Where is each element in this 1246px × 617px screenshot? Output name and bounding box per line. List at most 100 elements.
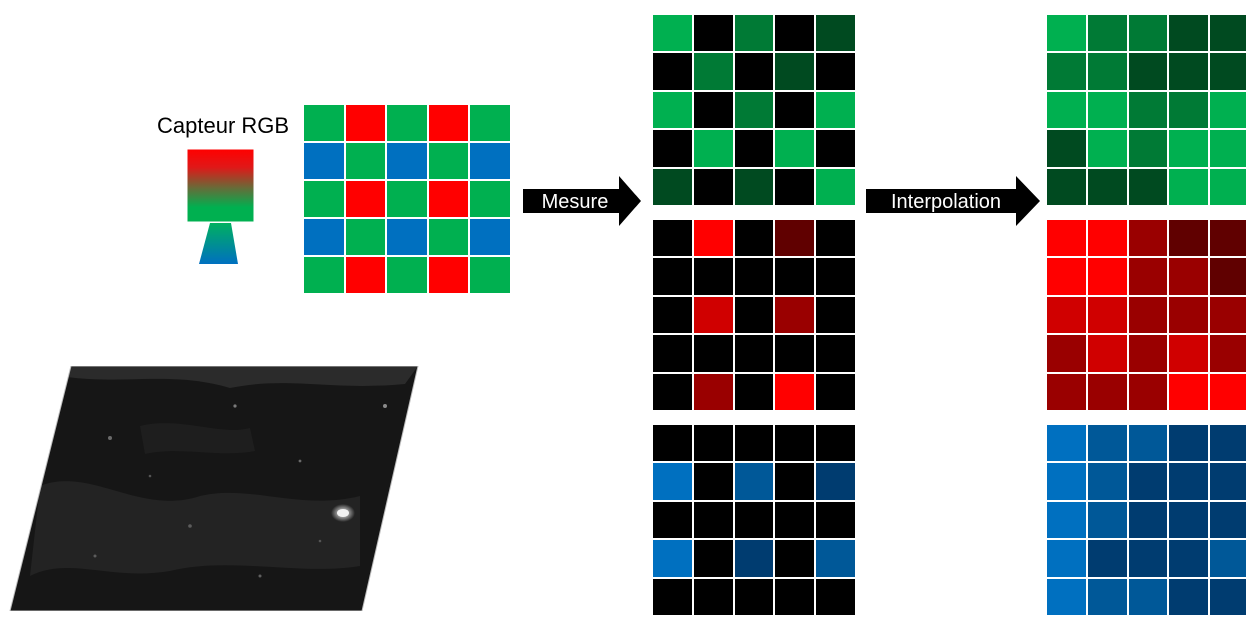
measured-blue-cell xyxy=(735,463,774,499)
interpolated-red-cell xyxy=(1169,335,1208,371)
bayer-cell xyxy=(470,143,510,179)
measured-blue-cell xyxy=(775,463,814,499)
interpolated-green-cell xyxy=(1088,169,1127,205)
measured-blue-cell xyxy=(653,463,692,499)
measured-blue-cell xyxy=(653,425,692,461)
measured-blue-cell xyxy=(816,502,855,538)
measured-blue-cell xyxy=(816,540,855,576)
measured-green-cell xyxy=(694,15,733,51)
interpolated-blue-cell xyxy=(1169,579,1208,615)
measured-red-cell xyxy=(653,335,692,371)
measured-green-cell xyxy=(816,92,855,128)
interpolated-blue-cell xyxy=(1210,540,1246,576)
interpolated-red-cell xyxy=(1088,374,1127,410)
interpolated-red-cell xyxy=(1169,297,1208,333)
measured-red-cell xyxy=(694,297,733,333)
interpolated-green-cell xyxy=(1210,130,1246,166)
interpolated-red-cell xyxy=(1047,335,1086,371)
bayer-cell xyxy=(387,181,427,217)
interpolated-red-cell xyxy=(1210,374,1246,410)
bayer-cell xyxy=(346,105,386,141)
interpolated-green-cell xyxy=(1169,92,1208,128)
measured-green-grid xyxy=(651,13,857,207)
interpolated-green-cell xyxy=(1210,169,1246,205)
bayer-cell xyxy=(387,143,427,179)
measured-blue-cell xyxy=(694,425,733,461)
interpolated-blue-cell xyxy=(1169,502,1208,538)
interpolated-blue-cell xyxy=(1169,540,1208,576)
bayer-cell xyxy=(304,105,344,141)
measured-red-cell xyxy=(653,297,692,333)
interpolated-red-cell xyxy=(1047,220,1086,256)
interpolated-green-cell xyxy=(1169,169,1208,205)
interpolated-red-cell xyxy=(1129,297,1168,333)
interpolated-green-cell xyxy=(1210,15,1246,51)
measured-red-cell xyxy=(653,374,692,410)
measured-red-cell xyxy=(694,220,733,256)
interpolated-blue-cell xyxy=(1047,579,1086,615)
measured-blue-cell xyxy=(694,579,733,615)
interpolated-blue-grid xyxy=(1045,423,1246,617)
measured-red-cell xyxy=(653,220,692,256)
measured-blue-cell xyxy=(694,540,733,576)
measured-blue-cell xyxy=(735,502,774,538)
measured-green-cell xyxy=(775,130,814,166)
interpolated-red-cell xyxy=(1169,374,1208,410)
interpolated-green-cell xyxy=(1210,53,1246,89)
interpolated-green-cell xyxy=(1047,169,1086,205)
bayer-cell xyxy=(346,219,386,255)
measured-red-cell xyxy=(816,258,855,294)
interpolated-green-cell xyxy=(1088,53,1127,89)
measured-red-cell xyxy=(816,335,855,371)
interpolated-red-cell xyxy=(1047,258,1086,294)
bayer-cell xyxy=(346,181,386,217)
bayer-cell xyxy=(387,219,427,255)
measured-red-cell xyxy=(816,374,855,410)
measured-blue-cell xyxy=(694,463,733,499)
bayer-cell xyxy=(387,105,427,141)
bayer-cell xyxy=(429,219,469,255)
interpolated-blue-cell xyxy=(1210,425,1246,461)
measured-green-cell xyxy=(694,53,733,89)
interpolation-arrow: Interpolation xyxy=(866,175,1042,227)
interpolated-blue-cell xyxy=(1129,463,1168,499)
interpolated-blue-cell xyxy=(1088,463,1127,499)
interpolated-red-cell xyxy=(1169,258,1208,294)
grayscale-sample-image xyxy=(0,366,422,611)
interpolated-red-cell xyxy=(1129,220,1168,256)
measured-green-cell xyxy=(735,92,774,128)
measured-red-cell xyxy=(775,335,814,371)
measure-label: Mesure xyxy=(542,191,609,213)
measured-red-cell xyxy=(735,258,774,294)
interpolated-green-cell xyxy=(1169,53,1208,89)
bayer-cell xyxy=(346,257,386,293)
measured-red-cell xyxy=(653,258,692,294)
interpolated-red-cell xyxy=(1047,297,1086,333)
interpolated-green-cell xyxy=(1088,15,1127,51)
interpolated-red-cell xyxy=(1210,220,1246,256)
measured-blue-cell xyxy=(775,540,814,576)
interpolated-red-cell xyxy=(1129,374,1168,410)
interpolated-blue-cell xyxy=(1088,540,1127,576)
bayer-cell xyxy=(470,181,510,217)
interpolated-blue-cell xyxy=(1129,502,1168,538)
measured-blue-cell xyxy=(816,463,855,499)
measured-green-cell xyxy=(735,169,774,205)
measured-blue-cell xyxy=(653,502,692,538)
measured-green-cell xyxy=(735,53,774,89)
sensor-label: Capteur RGB xyxy=(157,113,289,139)
interpolated-blue-cell xyxy=(1047,463,1086,499)
measured-green-cell xyxy=(775,15,814,51)
interpolated-green-cell xyxy=(1088,92,1127,128)
measured-red-cell xyxy=(816,220,855,256)
interpolated-green-cell xyxy=(1047,15,1086,51)
bayer-cell xyxy=(429,181,469,217)
interpolated-blue-cell xyxy=(1047,540,1086,576)
measured-blue-cell xyxy=(775,579,814,615)
bayer-filter-grid xyxy=(302,103,512,295)
measured-red-cell xyxy=(694,335,733,371)
measured-blue-cell xyxy=(694,502,733,538)
interpolated-blue-cell xyxy=(1210,502,1246,538)
bayer-cell xyxy=(304,181,344,217)
measured-blue-cell xyxy=(775,502,814,538)
